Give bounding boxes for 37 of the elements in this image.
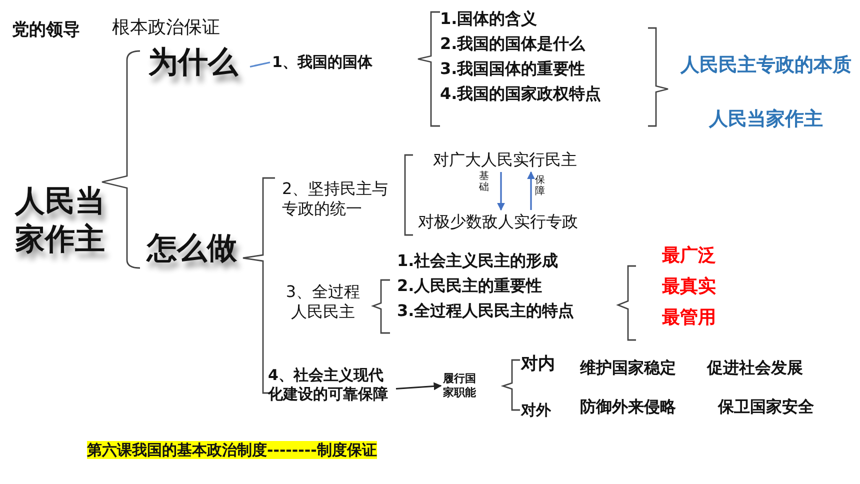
connector-line [250, 62, 270, 68]
list-item: 2.我国的国体是什么 [440, 34, 586, 54]
function-text: 防御外来侵略 [580, 397, 676, 417]
edge-label: 基础 [479, 172, 491, 193]
function-text: 保卫国家安全 [718, 397, 814, 417]
node-text: 4、社会主义现代化建设的可靠保障 [268, 366, 394, 404]
function-text: 促进社会发展 [707, 358, 803, 378]
node-text: 1、我国的国体 [272, 53, 372, 72]
category-text: 对外 [521, 401, 551, 420]
feature-text: 最真实 [662, 276, 716, 298]
function-text: 维护国家稳定 [580, 358, 676, 378]
highlighted-title: 第六课我国的基本政治制度--------制度保证 [87, 441, 377, 459]
branch-heading: 怎么做 [147, 230, 237, 268]
node-text: 履行国家职能 [443, 372, 485, 400]
heading-text: 根本政治保证 [112, 17, 220, 40]
branch-text: 2、坚持民主与专政的统一 [282, 179, 390, 219]
node-text: 对极少数敌人实行专政 [418, 212, 578, 232]
arrow [497, 172, 505, 211]
root-heading: 人民当家作主 [15, 183, 106, 258]
list-item: 2.人民民主的重要性 [397, 276, 542, 296]
list-item: 3.我国国体的重要性 [440, 59, 586, 79]
list-item: 1.社会主义民主的形成 [397, 251, 558, 271]
branch-heading: 为什么 [148, 44, 238, 82]
list-item: 4.我国的国家政权特点 [440, 84, 602, 104]
list-item: 3.全过程人民民主的特点 [397, 301, 574, 321]
node-text: 对广大人民实行民主 [433, 150, 577, 170]
category-text: 对内 [521, 354, 555, 376]
arrow [396, 382, 442, 390]
branch-text: 3、全过程人民民主 [284, 282, 362, 322]
conclusion-text: 人民当家作主 [708, 108, 824, 132]
heading-text: 党的领导 [12, 20, 80, 42]
feature-text: 最管用 [662, 307, 716, 330]
arrow [527, 171, 535, 210]
edge-label: 保障 [535, 176, 547, 197]
feature-text: 最广泛 [662, 245, 716, 268]
conclusion-text: 人民民主专政的本质 [680, 54, 852, 78]
list-item: 1.国体的含义 [440, 9, 538, 29]
